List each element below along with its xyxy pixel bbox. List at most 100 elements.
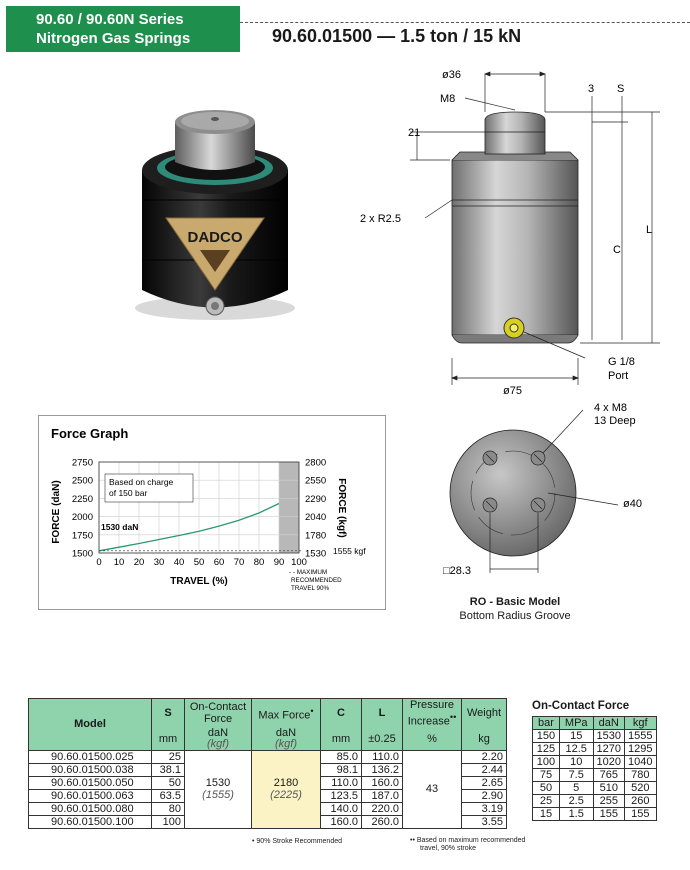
model-cell: 90.60.01500.100 xyxy=(28,814,152,829)
x-axis-label: TRAVEL (%) xyxy=(170,576,227,587)
ocf-cell: 1.5 xyxy=(558,807,594,821)
holes-depth: 13 Deep xyxy=(594,415,636,427)
col-on-contact-unit-kgf: (kgf) xyxy=(207,737,229,750)
footnote-text: Based on maximum recommended xyxy=(416,837,526,844)
col-pressure-label: Increase xyxy=(407,715,450,728)
force-graph-panel: Force Graph Based on charge of 150 bar 1… xyxy=(38,415,386,610)
s-cell: 63.5 xyxy=(151,788,185,803)
on-contact-value: 1530 xyxy=(205,777,231,790)
footnote-max-force: • 90% Stroke Recommended xyxy=(252,838,342,845)
dim-c: C xyxy=(613,244,621,256)
ro-caption-subtitle: Bottom Radius Groove xyxy=(459,610,571,622)
ocf-cell: 255 xyxy=(592,794,626,808)
y2-tick-label: 2040 xyxy=(305,512,326,523)
x-tick-label: 70 xyxy=(234,557,245,568)
series-subtitle: Nitrogen Gas Springs xyxy=(36,30,191,47)
c-cell: 160.0 xyxy=(320,814,362,829)
col-c: C xyxy=(320,697,362,728)
ocf-cell: 125 xyxy=(532,742,560,756)
c-cell: 123.5 xyxy=(320,788,362,803)
table-row: 90.60.01500.050 50 110.0 160.0 2.65 xyxy=(28,775,507,790)
y-tick-label: 2500 xyxy=(72,476,93,487)
l-cell: 136.2 xyxy=(361,762,403,777)
dim-s: S xyxy=(617,83,624,95)
x-tick-label: 60 xyxy=(214,557,225,568)
ocf-cell: 150 xyxy=(532,729,560,743)
col-model: Model xyxy=(28,698,152,751)
ocf-cell: 1040 xyxy=(624,755,657,769)
col-pressure-line1: Pressure xyxy=(409,699,455,711)
charge-note-line1: Based on charge xyxy=(109,477,174,487)
model-cell: 90.60.01500.080 xyxy=(28,801,152,816)
col-pressure-line2: Increase•• xyxy=(405,711,459,728)
c-cell: 110.0 xyxy=(320,775,362,790)
end-kgf-label: 1555 kgf xyxy=(333,546,366,556)
holes-spec: 4 x M8 xyxy=(594,402,627,414)
ocf-col-mpa: MPa xyxy=(558,716,594,730)
ocf-cell: 10 xyxy=(558,755,594,769)
x-tick-label: 30 xyxy=(154,557,165,568)
ocf-cell: 75 xyxy=(532,768,560,782)
l-cell: 260.0 xyxy=(361,814,403,829)
col-s: S xyxy=(151,697,185,728)
col-on-contact: On-Contact Force xyxy=(184,697,252,728)
ocf-cell: 765 xyxy=(592,768,626,782)
l-cell: 220.0 xyxy=(361,801,403,816)
weight-cell: 2.90 xyxy=(461,788,507,803)
y2-axis-label: FORCE (kgf) xyxy=(336,478,347,537)
s-cell: 80 xyxy=(151,801,185,816)
port-label: Port xyxy=(608,370,628,382)
c-cell: 85.0 xyxy=(320,749,362,764)
weight-cell: 3.19 xyxy=(461,801,507,816)
footnote-pressure: •• Based on maximum recommended travel, … xyxy=(410,837,525,853)
col-on-contact-unit: daN (kgf) xyxy=(184,726,252,751)
x-tick-label: 90 xyxy=(274,557,285,568)
dim-l: L xyxy=(646,224,652,236)
footnote-text: travel, 90% stroke xyxy=(420,845,477,852)
y2-tick-label: 1530 xyxy=(305,549,326,560)
ocf-cell: 1295 xyxy=(624,742,657,756)
col-l: L xyxy=(361,697,403,728)
y2-tick-label: 1780 xyxy=(305,530,326,541)
max-force-cell: 2180 (2225) xyxy=(251,749,321,829)
plot-frame xyxy=(98,461,300,554)
col-max-force-unit: daN (kgf) xyxy=(251,727,321,751)
col-on-contact-unit-dan: daN xyxy=(207,726,229,739)
s-cell: 100 xyxy=(151,814,185,829)
y2-tick-label: 2550 xyxy=(305,476,326,487)
x-tick-label: 0 xyxy=(96,557,101,568)
s-cell: 25 xyxy=(151,749,185,764)
ocf-cell: 510 xyxy=(592,781,626,795)
header-divider xyxy=(240,22,690,23)
max-travel-note-1: - - MAXIMUM xyxy=(289,569,327,576)
l-cell: 187.0 xyxy=(361,788,403,803)
ocf-cell: 1555 xyxy=(624,729,657,743)
max-force-value: 2180 xyxy=(273,777,299,790)
x-tick-label: 20 xyxy=(134,557,145,568)
c-cell: 98.1 xyxy=(320,762,362,777)
col-on-contact-line2: Force xyxy=(203,713,233,726)
ocf-cell: 15 xyxy=(532,807,560,821)
ro-caption: RO - Basic Model Bottom Radius Groove xyxy=(440,595,590,623)
y2-tick-label: 2800 xyxy=(305,458,326,469)
max-travel-zone xyxy=(279,462,299,553)
dim-thread: M8 xyxy=(440,93,455,105)
col-weight-unit: kg xyxy=(461,727,507,751)
ocf-cell: 5 xyxy=(558,781,594,795)
max-travel-note-3: TRAVEL 90% xyxy=(291,585,330,592)
max-force-footnote-mark: • xyxy=(310,705,314,716)
product-photo: DADCO xyxy=(135,110,295,320)
weight-cell: 2.65 xyxy=(461,775,507,790)
dim-dia-groove: ø40 xyxy=(623,498,642,510)
col-max-force-unit-kgf: (kgf) xyxy=(275,737,297,750)
on-contact-cell: 1530 (1555) xyxy=(184,749,252,829)
spec-table: Model S On-Contact Force Max Force• C L … xyxy=(28,697,507,829)
charge-note-line2: of 150 bar xyxy=(109,488,147,498)
port-size: G 1/8 xyxy=(608,356,635,368)
series-name: 90.60 / 90.60N Series xyxy=(36,11,184,28)
start-force-label: 1530 daN xyxy=(101,522,138,532)
y-tick-label: 2750 xyxy=(72,458,93,469)
